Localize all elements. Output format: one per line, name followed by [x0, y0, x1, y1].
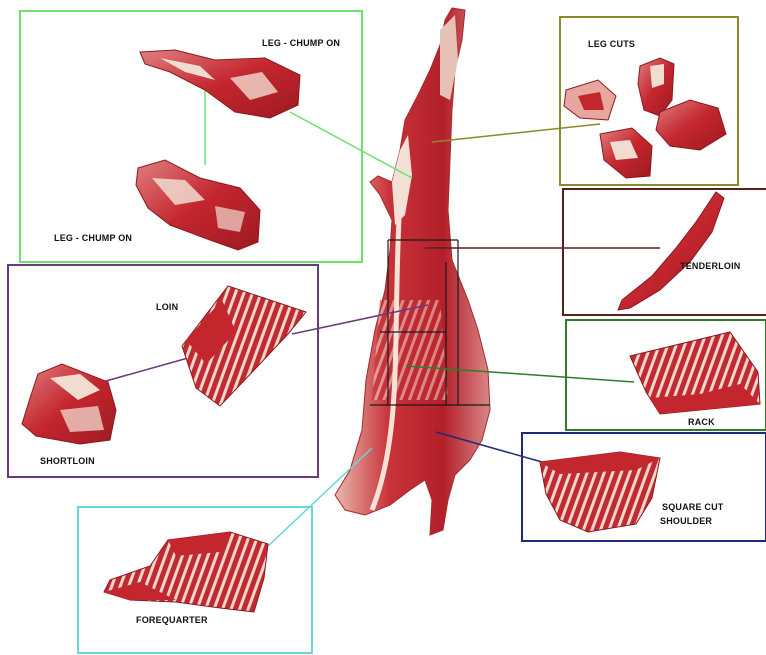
leg-cuts-to-carcass: [432, 124, 600, 142]
loin-to-shortloin: [106, 358, 188, 381]
loin-cut: [182, 286, 306, 406]
label-square-cut-shoulder-line1: SQUARE CUT: [662, 502, 724, 512]
square-cut-shoulder-cut: [540, 452, 660, 532]
label-leg-cuts: LEG CUTS: [588, 39, 635, 49]
label-forequarter: FOREQUARTER: [136, 615, 208, 625]
leg-chump-on-top-cut: [140, 50, 300, 118]
carcass-body: [335, 8, 490, 535]
carcass: [335, 8, 490, 535]
tenderloin-cut: [618, 192, 724, 310]
label-rack: RACK: [688, 417, 715, 427]
rack-cut: [630, 332, 760, 414]
shortloin-cut: [22, 364, 116, 444]
leg-chump-on-bottom-cut: [136, 160, 260, 250]
label-leg-chump-on-top: LEG - CHUMP ON: [262, 38, 340, 48]
label-loin: LOIN: [156, 302, 178, 312]
carcass-hindleg: [440, 15, 458, 100]
label-leg-chump-on-bottom: LEG - CHUMP ON: [54, 233, 132, 243]
leg-cuts-cut: [564, 58, 726, 178]
forequarter-cut: [104, 532, 268, 612]
label-shortloin: SHORTLOIN: [40, 456, 95, 466]
tenderloin-box: [563, 189, 766, 315]
label-tenderloin: TENDERLOIN: [680, 261, 741, 271]
label-square-cut-shoulder-line2: SHOULDER: [660, 516, 712, 526]
leg-chump-to-carcass: [290, 112, 412, 178]
